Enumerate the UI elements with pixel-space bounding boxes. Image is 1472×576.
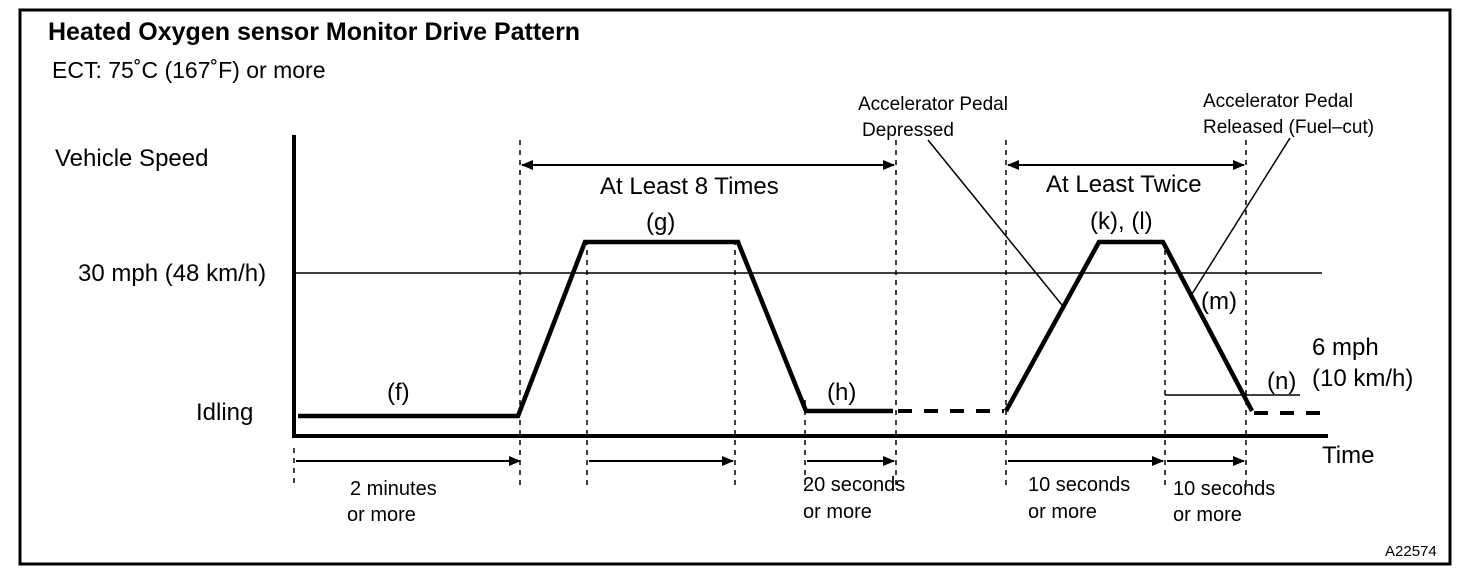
duration-2-line1: 20 seconds bbox=[803, 474, 905, 496]
pedal-released-leader bbox=[1191, 137, 1291, 295]
segment-n-label: (n) bbox=[1267, 368, 1296, 395]
pedal-depressed-label-line1: Accelerator Pedal bbox=[858, 94, 1008, 115]
pedal-released-label-line1: Accelerator Pedal bbox=[1203, 91, 1353, 112]
segment-f-label: (f) bbox=[387, 379, 410, 406]
speed-profile-cycle-1 bbox=[298, 239, 893, 419]
speed-6-label-line1: 6 mph bbox=[1312, 334, 1379, 361]
ect-condition: ECT: 75˚C (167˚F) or more bbox=[52, 57, 326, 83]
segment-g-label: (g) bbox=[646, 209, 675, 236]
repeat-8-label: At Least 8 Times bbox=[600, 173, 779, 200]
pedal-released-label-line2: Released (Fuel–cut) bbox=[1203, 117, 1374, 138]
duration-4-line2: or more bbox=[1173, 504, 1242, 526]
x-axis-label: Time bbox=[1322, 442, 1374, 469]
duration-2-line2: or more bbox=[803, 501, 872, 523]
duration-1-line2: or more bbox=[347, 504, 416, 526]
speed-6-label-line2: (10 km/h) bbox=[1312, 365, 1413, 392]
figure-id: A22574 bbox=[1385, 543, 1437, 560]
segment-m-label: (m) bbox=[1201, 288, 1237, 315]
idling-label: Idling bbox=[196, 399, 253, 426]
y-axis-label: Vehicle Speed bbox=[55, 145, 208, 172]
diagram-title: Heated Oxygen sensor Monitor Drive Patte… bbox=[48, 18, 580, 46]
speed-30-label: 30 mph (48 km/h) bbox=[78, 260, 266, 287]
pedal-depressed-label-line2: Depressed bbox=[862, 120, 954, 141]
figure-frame bbox=[18, 8, 1452, 566]
duration-3-line2: or more bbox=[1028, 501, 1097, 523]
speed-profile-cycle-2 bbox=[1004, 239, 1254, 413]
segment-kl-label: (k), (l) bbox=[1090, 208, 1153, 235]
duration-4-line1: 10 seconds bbox=[1173, 478, 1275, 500]
repeat-twice-label: At Least Twice bbox=[1046, 171, 1202, 198]
pedal-depressed-leader bbox=[927, 139, 1063, 306]
duration-1-line1: 2 minutes bbox=[350, 478, 437, 500]
phase-markers bbox=[519, 140, 1247, 485]
segment-h-label: (h) bbox=[827, 379, 856, 406]
duration-3-line1: 10 seconds bbox=[1028, 474, 1130, 496]
